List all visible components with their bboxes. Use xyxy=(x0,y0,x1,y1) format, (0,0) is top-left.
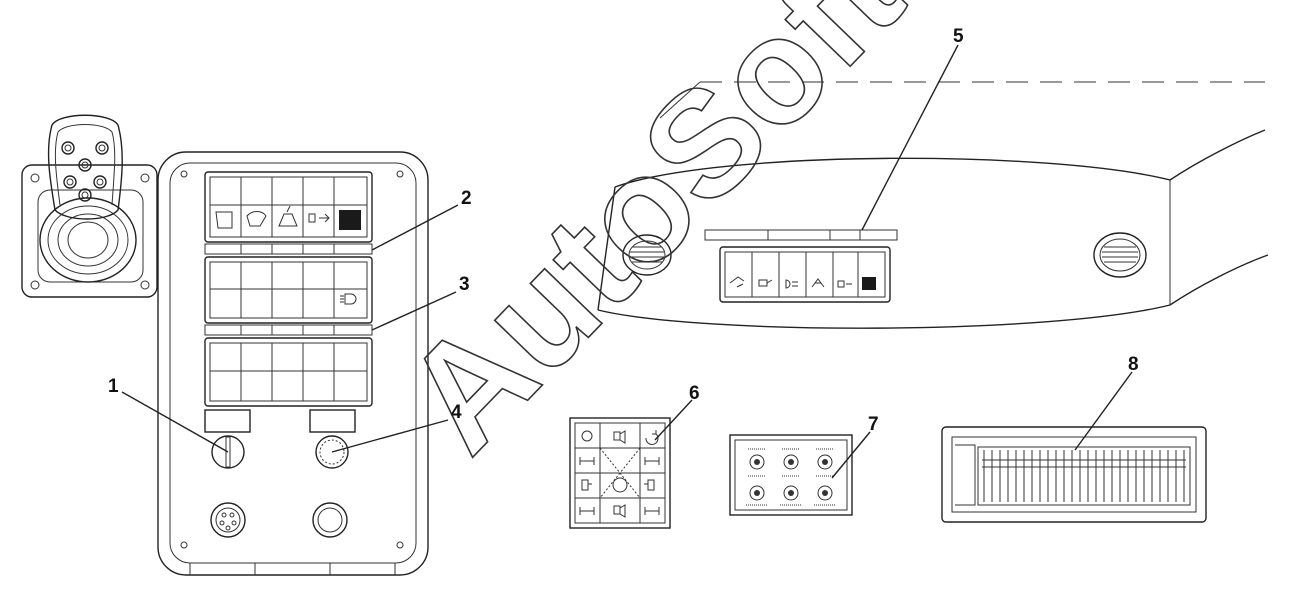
grille-slots xyxy=(983,450,1185,502)
joystick-handle xyxy=(47,114,123,220)
hazard-indicator-icon xyxy=(339,210,361,230)
callout-7: 7 xyxy=(868,414,879,435)
grille-panel xyxy=(941,426,1207,523)
callout-4: 4 xyxy=(451,402,462,423)
callout-leaders xyxy=(121,44,1133,479)
washer-icon xyxy=(278,205,298,227)
decal-dial xyxy=(783,454,799,470)
callout-1: 1 xyxy=(108,376,119,397)
callout-8: 8 xyxy=(1128,354,1139,375)
label-plate-left xyxy=(204,409,251,433)
right-vent xyxy=(1093,232,1147,278)
decal-dial xyxy=(749,454,765,470)
turn-signal-icon xyxy=(308,213,330,223)
decal-dial xyxy=(817,454,833,470)
joystick-assembly xyxy=(21,114,158,298)
overhead-console xyxy=(597,81,1269,329)
wiper-icon xyxy=(246,211,267,227)
decal-dial xyxy=(749,485,765,501)
rotary-switch-1 xyxy=(211,435,245,469)
joystick-base-plate xyxy=(21,164,158,298)
control-panel xyxy=(157,151,429,576)
left-vent xyxy=(622,234,672,276)
callout-5: 5 xyxy=(953,26,964,47)
overhead-label-strip xyxy=(704,229,898,241)
rotary-switch-4 xyxy=(315,435,349,469)
callout-3: 3 xyxy=(459,274,470,295)
work-light-icon xyxy=(340,293,357,305)
switch-row-3 xyxy=(204,337,373,407)
label-plate-right xyxy=(309,409,356,433)
function-decal xyxy=(729,434,853,516)
callout-6: 6 xyxy=(689,383,700,404)
decal-dial xyxy=(783,485,799,501)
callout-labels: 1 2 3 4 5 6 7 8 xyxy=(108,26,1139,435)
blank-cap xyxy=(312,502,348,538)
control-panel-frame xyxy=(157,151,429,576)
callout-2: 2 xyxy=(461,188,472,209)
switch-row-2 xyxy=(204,256,373,336)
decal-dial xyxy=(817,485,833,501)
rear-window-icon xyxy=(215,211,233,229)
overhead-switch-bank xyxy=(719,246,891,303)
connector-socket xyxy=(210,502,246,538)
switch-row-1 xyxy=(204,171,373,255)
icon-decal-plate xyxy=(569,417,671,529)
joystick-boot xyxy=(39,197,137,283)
